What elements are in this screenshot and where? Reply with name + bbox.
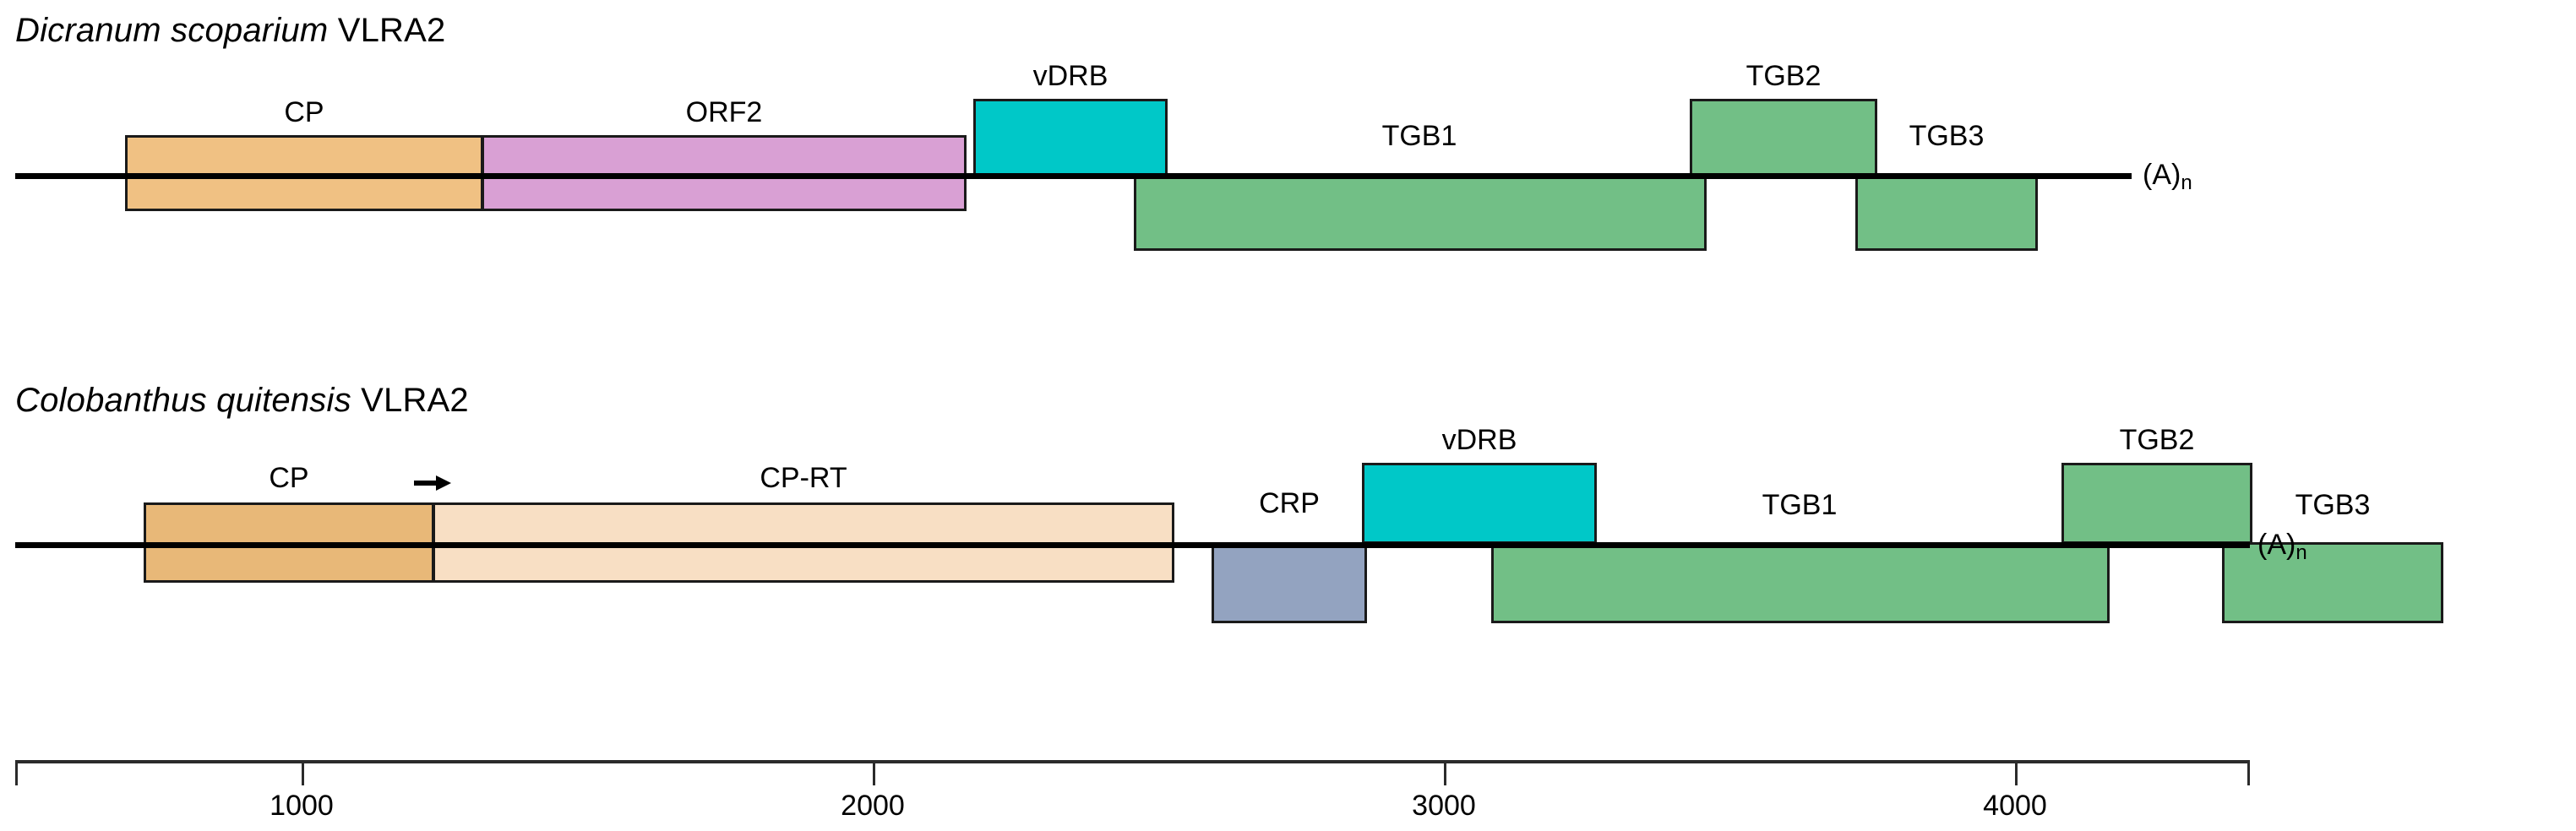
gene-label-cp-colobanthus: CP xyxy=(269,462,309,494)
genome-backbone-colobanthus xyxy=(15,542,2250,548)
gene-box-tgb3-dicranum[interactable] xyxy=(1855,173,2038,251)
polya-tail-label-colobanthus: (A)n xyxy=(2257,529,2307,564)
gene-label-cp-dicranum: CP xyxy=(284,96,324,128)
strain-label-dicranum: VLRA2 xyxy=(337,12,446,49)
organism-title-colobanthus: Colobanthus quitensis VLRA2 xyxy=(15,382,469,419)
scale-tick-3000 xyxy=(1444,760,1446,785)
gene-label-tgb1-dicranum: TGB1 xyxy=(1381,120,1457,152)
organism-name-dicranum: Dicranum scoparium xyxy=(15,12,329,49)
scale-tick-label-4000: 4000 xyxy=(1983,790,2047,822)
strain-label-colobanthus: VLRA2 xyxy=(361,382,469,419)
scale-tick-end xyxy=(2247,760,2250,785)
organism-name-colobanthus: Colobanthus quitensis xyxy=(15,382,351,419)
gene-label-vdrb-dicranum: vDRB xyxy=(1032,60,1108,92)
gene-label-tgb2-colobanthus: TGB2 xyxy=(2119,424,2195,456)
scale-axis-line xyxy=(15,760,2250,763)
scale-tick-2000 xyxy=(873,760,875,785)
scale-tick-label-2000: 2000 xyxy=(841,790,905,822)
gene-label-tgb3-colobanthus: TGB3 xyxy=(2295,489,2371,521)
polya-subscript-colobanthus: n xyxy=(2296,541,2307,564)
polya-base-colobanthus: (A) xyxy=(2257,529,2296,561)
gene-label-orf2-dicranum: ORF2 xyxy=(685,96,763,128)
gene-label-cp-rt-colobanthus: CP-RT xyxy=(760,462,847,494)
gene-box-crp-colobanthus[interactable] xyxy=(1212,542,1367,623)
gene-box-tgb2-colobanthus[interactable] xyxy=(2061,463,2252,544)
gene-label-crp-colobanthus: CRP xyxy=(1259,487,1320,519)
gene-box-tgb1-dicranum[interactable] xyxy=(1134,173,1707,251)
gene-box-tgb3-colobanthus[interactable] xyxy=(2222,542,2443,623)
scale-tick-label-1000: 1000 xyxy=(270,790,334,822)
transcription-direction-arrow-icon xyxy=(412,473,453,497)
scale-tick-label-3000: 3000 xyxy=(1412,790,1476,822)
polya-base-dicranum: (A) xyxy=(2143,159,2181,191)
gene-box-vdrb-dicranum[interactable] xyxy=(973,99,1168,177)
scale-tick-start xyxy=(15,760,18,785)
scale-tick-4000 xyxy=(2015,760,2018,785)
gene-box-tgb1-colobanthus[interactable] xyxy=(1491,542,2110,623)
gene-label-tgb3-dicranum: TGB3 xyxy=(1909,120,1985,152)
organism-title-dicranum: Dicranum scoparium VLRA2 xyxy=(15,12,445,49)
gene-label-tgb1-colobanthus: TGB1 xyxy=(1762,489,1838,521)
gene-box-tgb2-dicranum[interactable] xyxy=(1690,99,1877,177)
scale-tick-1000 xyxy=(302,760,304,785)
gene-label-tgb2-dicranum: TGB2 xyxy=(1745,60,1822,92)
gene-label-vdrb-colobanthus: vDRB xyxy=(1441,424,1517,456)
polya-tail-label-dicranum: (A)n xyxy=(2143,159,2192,194)
genome-backbone-dicranum xyxy=(15,173,2132,179)
polya-subscript-dicranum: n xyxy=(2181,171,2192,194)
